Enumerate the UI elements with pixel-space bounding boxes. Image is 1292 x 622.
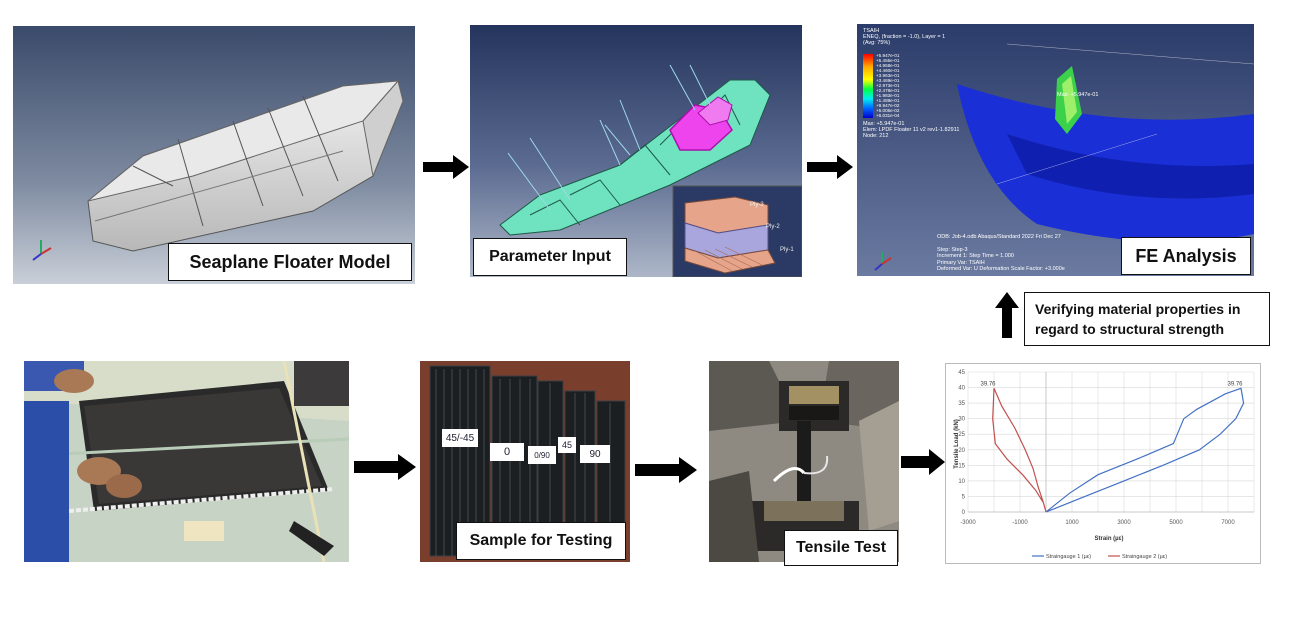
sample-tag: 45 — [558, 437, 576, 453]
sample-tag: 0/90 — [528, 446, 556, 464]
fe-legend-footer: Max: +5.947e-01 Elem: LPDF Floater 11 v2… — [863, 121, 959, 139]
fe-legend-value: +5.947e-01 — [876, 53, 900, 58]
ply-definition-render: Ply-3 Ply-2 Ply-1 — [470, 25, 802, 277]
ply-2-label: Ply-2 — [766, 224, 780, 230]
chart-y-tick-label: 15 — [958, 463, 965, 469]
chart-x-label: Strain (µε) — [1095, 536, 1124, 542]
fe-footer-line: Step: Step-3 — [937, 246, 968, 253]
sample-tag: 45/-45 — [442, 429, 478, 447]
fe-footer-line: Primary Var: TSAIH — [937, 259, 985, 266]
fe-legend-value: +3.963e-01 — [876, 73, 900, 78]
fe-legend-values: +5.947e-01 +5.455e-01 +4.958e-01 +4.460e… — [876, 53, 899, 118]
chart-legend-label: Straingauge 2 (µε) — [1122, 554, 1167, 560]
verify-note-line-2: regard to structural strength — [1035, 321, 1225, 337]
chart-x-tick-label: 1000 — [1065, 520, 1079, 526]
floater-model-label: Seaplane Floater Model — [168, 243, 412, 281]
chart-y-tick-label: 5 — [962, 494, 966, 500]
chart-y-tick-label: 0 — [962, 510, 966, 516]
fe-legend-value: +9.947e-02 — [876, 103, 900, 108]
chart-y-tick-label: 30 — [958, 417, 965, 423]
ply-1-label: Ply-1 — [780, 247, 794, 253]
chart-series-line-1 — [1045, 387, 1245, 513]
chart-series-line-2 — [992, 388, 1047, 513]
chart-legend-label: Straingauge 1 (µε) — [1046, 554, 1091, 560]
fe-footer-line: Increment 1: Step Time = 1.000 — [937, 253, 1014, 259]
fe-contour-render: Max: +5.947e-01 — [857, 24, 1254, 276]
fe-legend-header-line: TSAIH — [863, 28, 880, 34]
chart-y-tick-label: 40 — [958, 386, 965, 392]
chart-grid — [967, 371, 1255, 513]
chart-x-tick-label: 3000 — [1117, 520, 1131, 526]
chart-legend: Straingauge 1 (µε) Straingauge 2 (µε) — [1032, 554, 1167, 560]
fe-legend-value: +3.469e-01 — [876, 78, 900, 83]
arrow-up-icon — [995, 292, 1019, 338]
fe-legend-footer-line: Elem: LPDF Floater 11 v2 rev1-1.82911 — [863, 127, 960, 133]
fe-footer-line: ODB: Job-4.odb Abaqus/Standard 2022 Fri … — [937, 234, 1061, 240]
arrow-right-icon — [354, 454, 416, 480]
chart-ticks: 0 5 10 15 20 25 30 35 40 45 -3000 -1000 1000 3000 5000… — [958, 370, 1235, 526]
verify-note: Verifying material properties in regard … — [1024, 292, 1270, 346]
floater-model-render — [13, 26, 415, 284]
fe-legend-value: +4.460e-01 — [876, 68, 900, 73]
chart-series — [992, 387, 1245, 513]
chart-x-tick-label: 7000 — [1221, 520, 1235, 526]
chart-y-tick-label: 35 — [958, 401, 965, 407]
fe-analysis-panel: Max: +5.947e-01 TSAIH ENEQ, (fraction = … — [857, 24, 1254, 276]
fe-legend-footer-line: Max: +5.947e-01 — [863, 121, 905, 127]
arrow-right-icon — [635, 457, 697, 483]
fe-analysis-label: FE Analysis — [1121, 237, 1251, 275]
fe-legend-header: TSAIH ENEQ, (fraction = -1.0), Layer = 1… — [863, 28, 945, 46]
arrow-right-icon — [423, 155, 469, 179]
fe-legend-value: +1.983e-01 — [876, 93, 900, 98]
chart-x-tick-label: -3000 — [960, 520, 976, 526]
tensile-chart-panel: 0 5 10 15 20 25 30 35 40 45 -3000 -1000 1000 3000 5000… — [945, 363, 1261, 564]
chart-y-tick-label: 10 — [958, 479, 965, 485]
parameter-input-label: Parameter Input — [473, 238, 627, 276]
chart-peak-label: 39.76 — [1227, 381, 1243, 387]
layup-photo — [24, 361, 349, 562]
chart-annotations: 39.76 39.76 — [980, 381, 1243, 387]
tensile-chart: 0 5 10 15 20 25 30 35 40 45 -3000 -1000 1000 3000 5000… — [954, 370, 1255, 560]
fe-legend-value: +1.489e-01 — [876, 98, 900, 103]
chart-y-tick-label: 20 — [958, 448, 965, 454]
sample-tag: 0 — [490, 443, 524, 461]
chart-x-tick-label: 5000 — [1169, 520, 1183, 526]
fe-legend-value: +6.031e-04 — [876, 113, 900, 118]
chart-peak-label: 39.76 — [980, 381, 996, 387]
ply-3-label: Ply-3 — [750, 202, 764, 208]
fe-legend-footer-line: Node: 212 — [863, 133, 889, 139]
fe-legend-value: +5.455e-01 — [876, 58, 900, 63]
fe-legend-value: +5.005e-02 — [876, 108, 900, 113]
fe-legend-colorbar — [863, 54, 873, 118]
fe-legend-value: +2.973e-01 — [876, 83, 900, 88]
samples-label: Sample for Testing — [456, 522, 626, 560]
arrow-right-icon — [807, 155, 853, 179]
arrow-right-icon — [901, 449, 945, 475]
chart-x-tick-label: -1000 — [1012, 520, 1028, 526]
verify-note-line-1: Verifying material properties in — [1035, 301, 1241, 317]
fe-max-callout: Max: +5.947e-01 — [1057, 92, 1098, 98]
sample-tag: 90 — [580, 445, 610, 463]
chart-y-tick-label: 25 — [958, 432, 965, 438]
chart-y-label: Tensile Load (kN) — [954, 419, 960, 469]
fe-legend-value: +2.478e-01 — [876, 88, 900, 93]
fe-axis-triad-icon — [874, 252, 892, 271]
chart-y-tick-label: 45 — [958, 370, 965, 376]
fe-legend-header-line: (Avg: 75%) — [863, 40, 891, 46]
fe-footer-line: Deformed Var: U Deformation Scale Factor… — [937, 266, 1065, 272]
layup-photo-panel — [24, 361, 349, 562]
axis-triad-icon — [32, 240, 52, 261]
fe-odb-footer: ODB: Job-4.odb Abaqus/Standard 2022 Fri … — [937, 234, 1065, 273]
fe-legend-header-line: ENEQ, (fraction = -1.0), Layer = 1 — [863, 34, 946, 40]
tensile-test-label: Tensile Test — [784, 530, 898, 566]
parameter-input-panel: Ply-3 Ply-2 Ply-1 — [470, 25, 802, 277]
fe-legend-value: +4.958e-01 — [876, 63, 900, 68]
floater-model-panel — [13, 26, 415, 284]
